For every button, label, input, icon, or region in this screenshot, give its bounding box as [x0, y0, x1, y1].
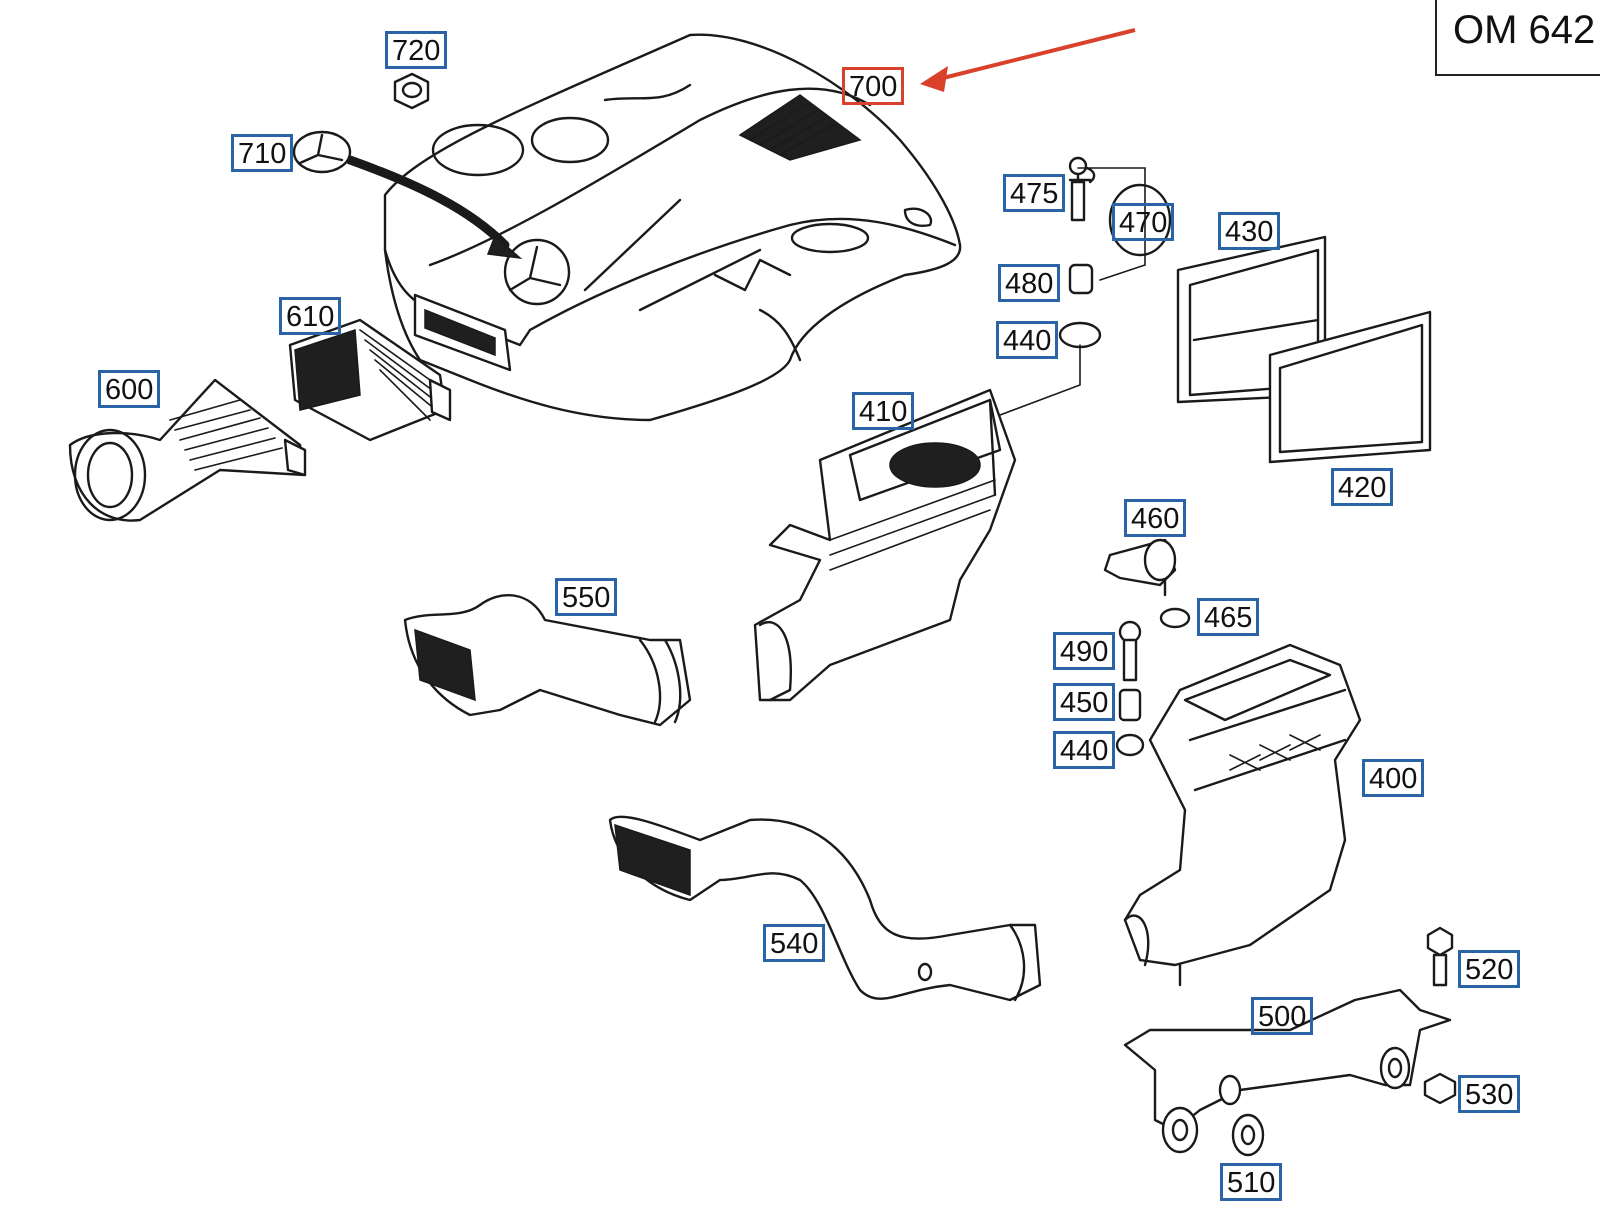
callout-710[interactable]: 710: [231, 134, 294, 172]
engine-code: OM 642: [1453, 8, 1596, 52]
duct-600-drawing: [68, 378, 307, 522]
callout-610[interactable]: 610: [279, 297, 342, 335]
callout-530[interactable]: 530: [1458, 1075, 1521, 1113]
duct-610-drawing: [288, 318, 452, 442]
callout-440-lower[interactable]: 440: [1053, 731, 1116, 769]
callout-400[interactable]: 400: [1362, 759, 1425, 797]
callout-430[interactable]: 430: [1218, 212, 1281, 250]
callout-470[interactable]: 470: [1112, 203, 1175, 241]
callout-490[interactable]: 490: [1053, 632, 1116, 670]
nut-720-drawing: [393, 72, 430, 110]
callout-550[interactable]: 550: [555, 578, 618, 616]
callout-465[interactable]: 465: [1197, 598, 1260, 636]
bolt-520-drawing: [1426, 926, 1454, 987]
rubber-mounts-510-drawing: [1161, 1106, 1265, 1157]
callout-540[interactable]: 540: [763, 924, 826, 962]
callout-410[interactable]: 410: [852, 392, 915, 430]
callout-480[interactable]: 480: [998, 264, 1061, 302]
callout-500[interactable]: 500: [1251, 997, 1314, 1035]
o-ring-465-drawing: [1159, 607, 1191, 629]
duct-550-drawing: [403, 593, 692, 727]
filter-elements-drawing: [1176, 235, 1432, 464]
callout-720[interactable]: 720: [385, 31, 448, 69]
hardware-lower-drawing: [1115, 620, 1145, 757]
callout-475[interactable]: 475: [1003, 174, 1066, 212]
engine-cover-drawing: [345, 33, 962, 422]
star-emblem-710-drawing: [292, 130, 352, 174]
highlight-arrow: [920, 28, 1136, 92]
nut-530-drawing: [1423, 1072, 1457, 1105]
hardware-upper-drawing: [999, 156, 1172, 416]
duct-540-drawing: [608, 815, 1042, 1002]
bracket-500-drawing: [1123, 988, 1452, 1132]
callout-420[interactable]: 420: [1331, 468, 1394, 506]
callout-600[interactable]: 600: [98, 370, 161, 408]
callout-700[interactable]: 700: [842, 67, 905, 105]
engine-code-box: OM 642: [1435, 0, 1600, 76]
callout-520[interactable]: 520: [1458, 950, 1521, 988]
sensor-460-drawing: [1103, 538, 1177, 597]
callout-440-upper[interactable]: 440: [996, 321, 1059, 359]
callout-450[interactable]: 450: [1053, 683, 1116, 721]
air-filter-housing-400-drawing: [1123, 643, 1362, 987]
callout-460[interactable]: 460: [1124, 499, 1187, 537]
air-filter-housing-410-drawing: [753, 388, 1017, 702]
callout-510[interactable]: 510: [1220, 1163, 1283, 1201]
